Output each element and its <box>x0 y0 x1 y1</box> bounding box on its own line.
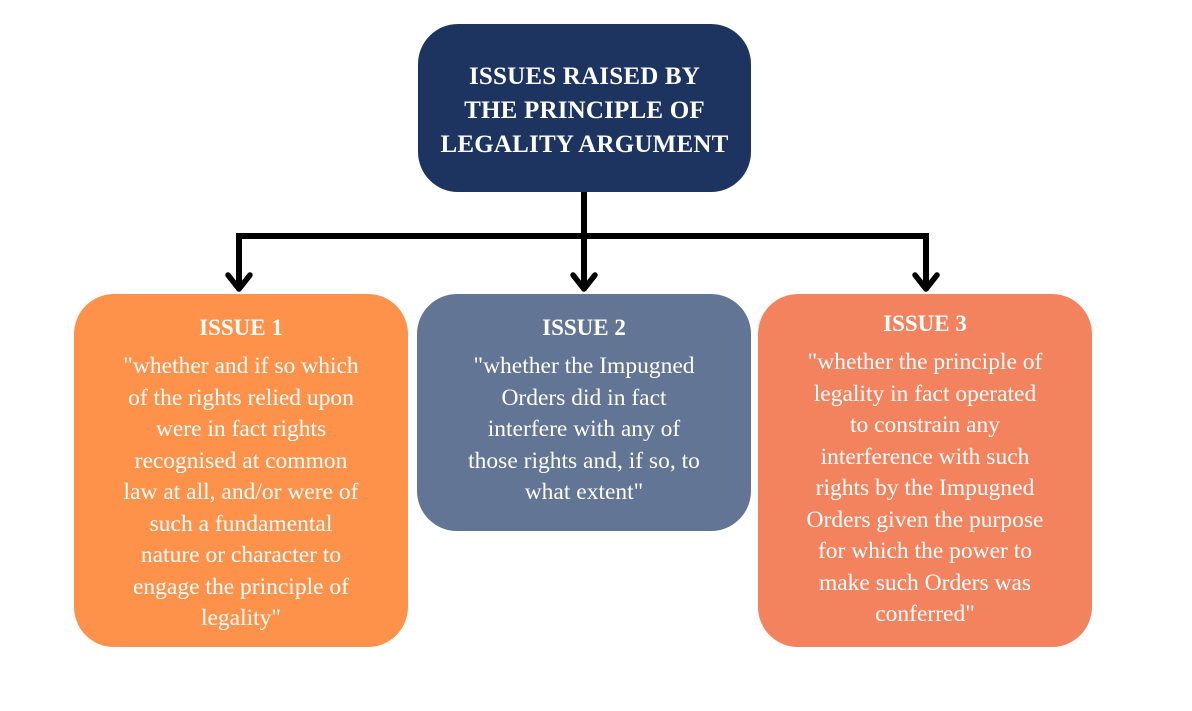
arrowhead-issue-1 <box>225 272 253 292</box>
issue-1-node: ISSUE 1 "whether and if so which of the … <box>74 294 408 647</box>
issue-1-heading: ISSUE 1 <box>199 315 283 340</box>
issue-3-node: ISSUE 3 "whether the principle of legali… <box>758 294 1092 647</box>
root-title: ISSUES RAISED BY THE PRINCIPLE OF LEGALI… <box>440 63 729 158</box>
issue-2-node: ISSUE 2 "whether the Impugned Orders did… <box>417 294 751 531</box>
issue-1-text: "whether and if so which of the rights r… <box>123 353 359 631</box>
arrowhead-issue-3 <box>912 272 940 292</box>
root-node: ISSUES RAISED BY THE PRINCIPLE OF LEGALI… <box>418 24 751 192</box>
arrowhead-issue-2 <box>570 272 598 292</box>
issue-2-heading: ISSUE 2 <box>542 315 626 340</box>
issue-3-text: "whether the principle of legality in fa… <box>806 349 1044 627</box>
issue-3-heading: ISSUE 3 <box>883 311 967 336</box>
issue-2-text: "whether the Impugned Orders did in fact… <box>468 353 700 505</box>
